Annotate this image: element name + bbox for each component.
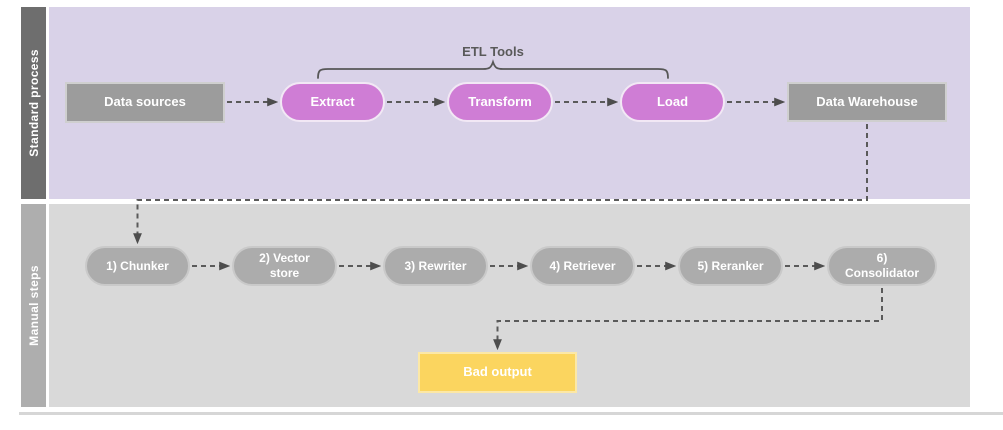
node-retriever: 4) Retriever — [530, 246, 635, 286]
node-bad-output: Bad output — [418, 352, 577, 393]
node-vector-store: 2) Vector store — [232, 246, 337, 286]
node-consolidator: 6) Consolidator — [827, 246, 937, 286]
lane-label-manual-text: Manual steps — [26, 265, 41, 346]
bottom-divider-line — [19, 412, 1003, 415]
node-chunker: 1) Chunker — [85, 246, 190, 286]
node-extract: Extract — [280, 82, 385, 122]
node-data-warehouse: Data Warehouse — [787, 82, 947, 122]
lane-label-standard-text: Standard process — [26, 49, 41, 157]
node-transform: Transform — [447, 82, 553, 122]
lane-label-manual-steps: Manual steps — [21, 204, 46, 407]
lane-label-standard-process: Standard process — [21, 7, 46, 199]
node-load: Load — [620, 82, 725, 122]
node-rewriter: 3) Rewriter — [383, 246, 488, 286]
node-reranker: 5) Reranker — [678, 246, 783, 286]
etl-tools-label: ETL Tools — [462, 44, 524, 59]
node-data-sources: Data sources — [65, 82, 225, 123]
